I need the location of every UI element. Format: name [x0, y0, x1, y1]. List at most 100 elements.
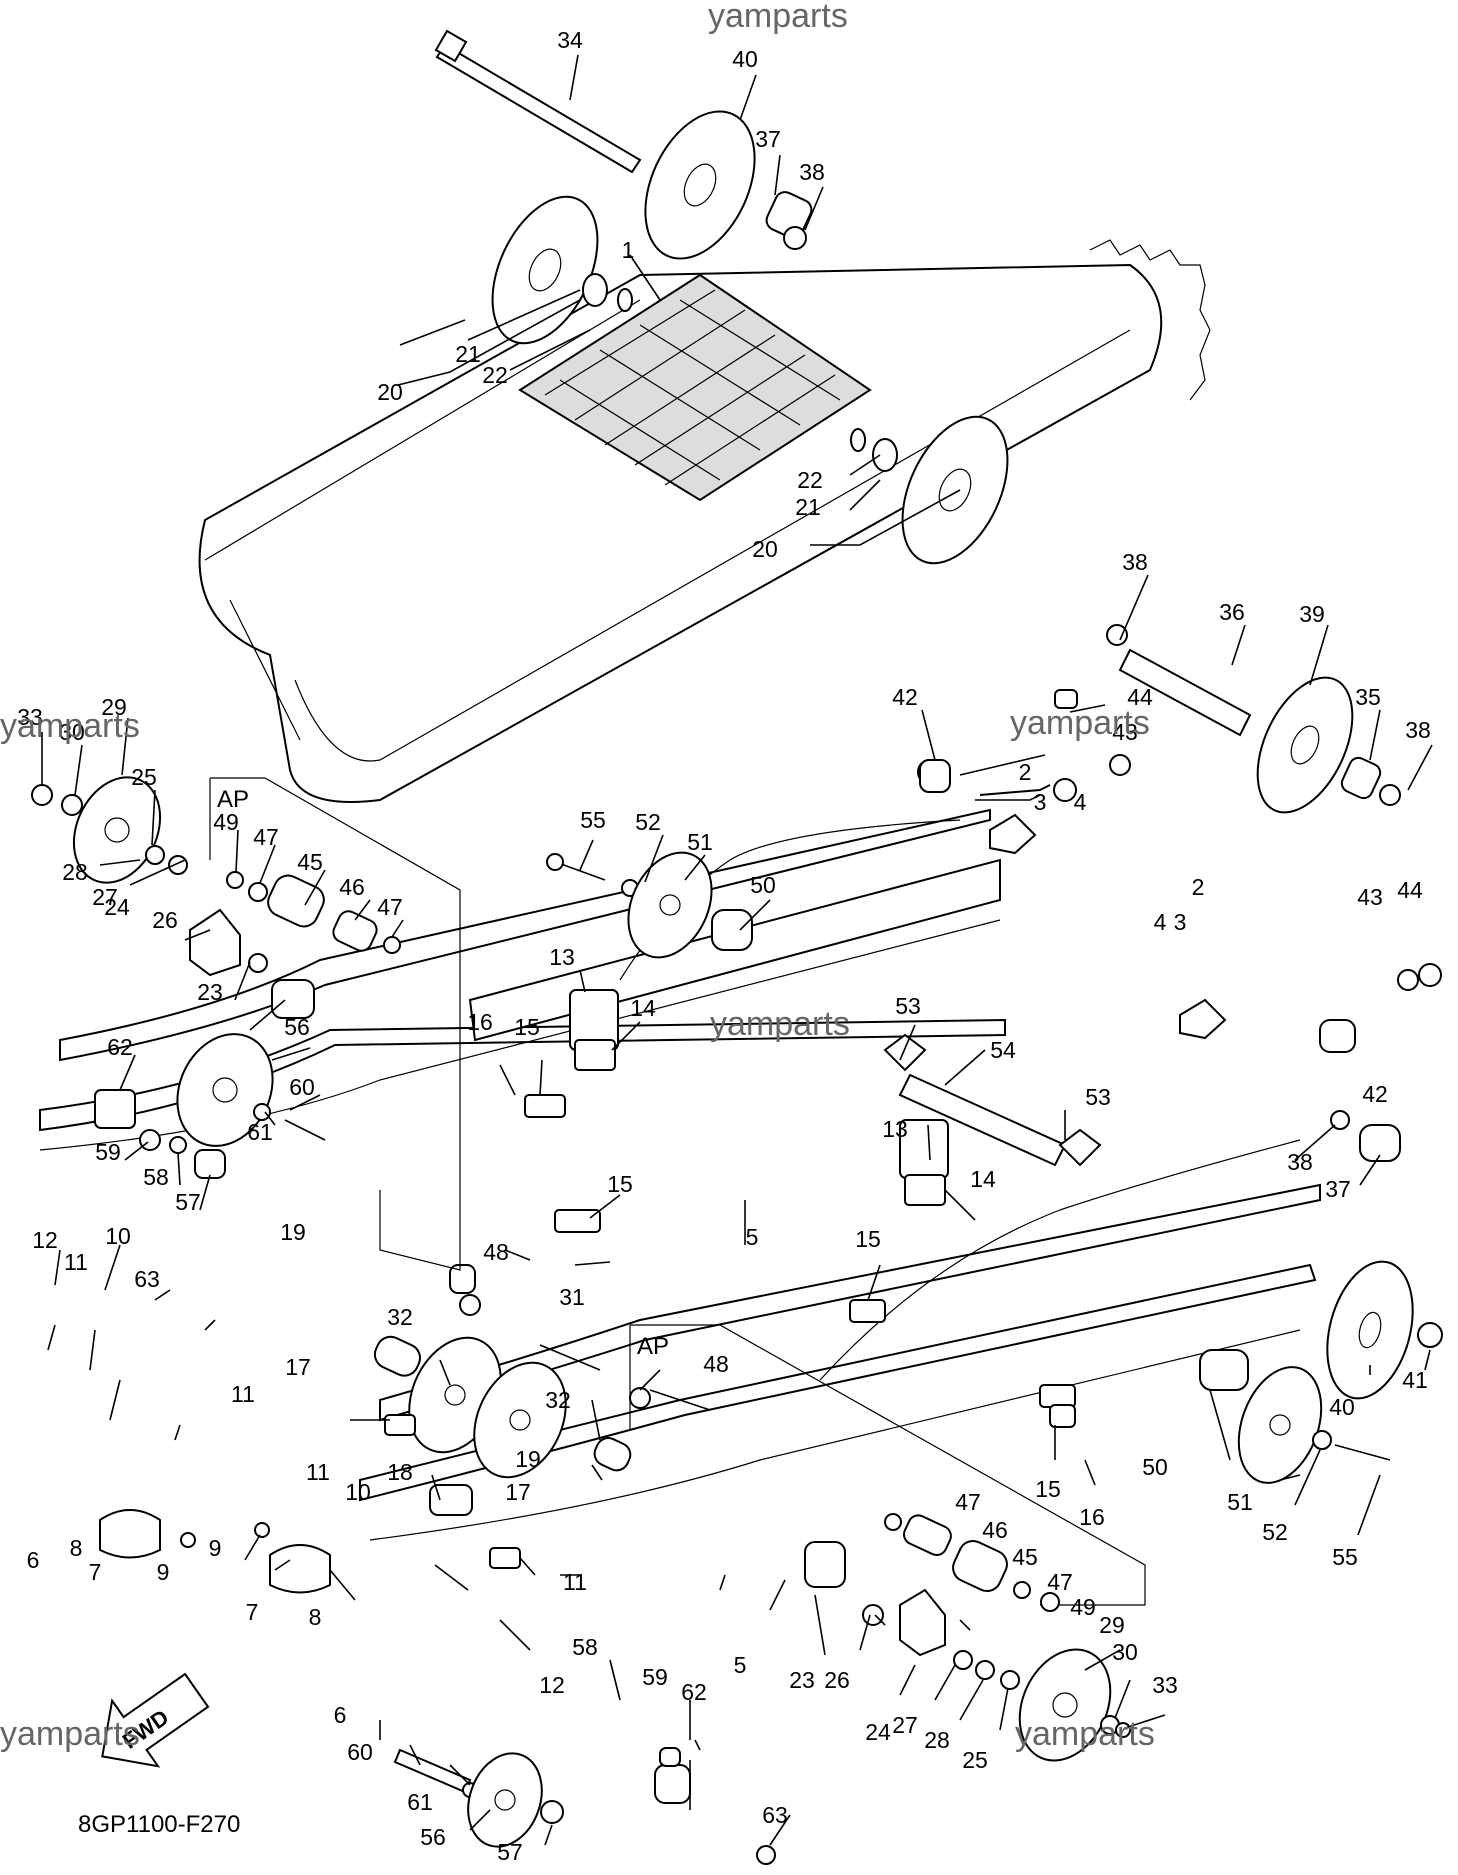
callout-number: 13: [882, 1116, 908, 1142]
callout-number: 59: [642, 1664, 668, 1690]
callout-number: 44: [1127, 684, 1153, 710]
watermark: yamparts: [1015, 1715, 1155, 1753]
callout-number: 26: [824, 1667, 850, 1693]
callout-number: 40: [1329, 1394, 1355, 1420]
watermark: yamparts: [0, 707, 140, 745]
watermark: yamparts: [710, 1005, 850, 1043]
callout-number: 43: [1357, 884, 1383, 910]
callout-number: 38: [1405, 717, 1431, 743]
callout-number: 58: [572, 1634, 598, 1660]
callout-number: 49: [213, 809, 239, 835]
callout-number: 21: [795, 494, 821, 520]
callout-number: 23: [789, 1667, 815, 1693]
callout-number: 17: [505, 1479, 531, 1505]
callout-number: 24: [104, 894, 130, 920]
callout-number: 14: [630, 995, 656, 1021]
callout-number: 48: [483, 1239, 509, 1265]
rear-axle-assembly: [917, 624, 1401, 814]
track-belt: [198, 239, 1211, 803]
callout-number: 47: [955, 1489, 981, 1515]
callout-number: 25: [962, 1747, 988, 1773]
callout-number: 57: [175, 1189, 201, 1215]
watermark: yamparts: [708, 0, 848, 35]
callout-number: 9: [209, 1535, 222, 1561]
callout-number: 3: [1034, 789, 1047, 815]
callout-number: 11: [231, 1381, 255, 1407]
callout-number: 53: [895, 993, 921, 1019]
callout-number: 7: [246, 1599, 259, 1625]
callout-number: 60: [347, 1739, 373, 1765]
callout-number: 2: [1019, 759, 1032, 785]
callout-number: 46: [982, 1517, 1008, 1543]
callout-number: 37: [1325, 1176, 1351, 1202]
callout-number: 16: [1079, 1504, 1105, 1530]
callout-number: 24: [865, 1719, 891, 1745]
callout-number: 26: [152, 907, 178, 933]
callout-number: 2: [1192, 874, 1205, 900]
callout-number: 47: [1047, 1569, 1073, 1595]
ap-label-lower: AP: [637, 1333, 669, 1360]
callout-number: 38: [1287, 1149, 1313, 1175]
callout-number: 11: [306, 1459, 330, 1485]
callout-number: 6: [334, 1702, 347, 1728]
callout-number: 30: [59, 719, 85, 745]
callout-number: 11: [563, 1569, 587, 1595]
callout-number: 27: [92, 884, 118, 910]
callout-number: 42: [892, 684, 918, 710]
callout-number: 35: [1355, 684, 1381, 710]
callout-number: 33: [17, 704, 43, 730]
callout-number: 50: [1142, 1454, 1168, 1480]
callout-number: 63: [134, 1266, 160, 1292]
callout-number: 15: [607, 1171, 633, 1197]
callout-number: 49: [1070, 1594, 1096, 1620]
callout-number: 55: [580, 807, 606, 833]
callout-number: 53: [1085, 1084, 1111, 1110]
callout-number: 62: [107, 1034, 133, 1060]
callout-number: 15: [514, 1014, 540, 1040]
ap-box-upper: AP: [209, 777, 461, 1271]
ap-box-lower: AP: [629, 1324, 1146, 1612]
callout-number: 21: [455, 341, 481, 367]
center-idler-group: [524, 851, 1076, 1408]
callout-number: 9: [157, 1559, 170, 1585]
callout-number: 45: [1012, 1544, 1038, 1570]
callout-number: 5: [734, 1652, 747, 1678]
callout-number: 47: [253, 824, 279, 850]
callout-number: 23: [197, 979, 223, 1005]
callout-number: 12: [32, 1227, 58, 1253]
callout-number: 41: [1402, 1367, 1428, 1393]
callout-number: 22: [797, 467, 823, 493]
callout-number: 18: [387, 1459, 413, 1485]
callout-number: 36: [1219, 599, 1245, 625]
callout-number: 6: [27, 1547, 40, 1573]
callout-number: 28: [62, 859, 88, 885]
callout-number: 63: [762, 1802, 788, 1828]
callout-number: 1: [622, 237, 635, 263]
front-rollers: [373, 1260, 1443, 1479]
slide-rail-lower: [359, 1139, 1321, 1541]
callout-number: 60: [289, 1074, 315, 1100]
callout-number: 50: [750, 872, 776, 898]
callout-number: 19: [280, 1219, 306, 1245]
callout-number: 38: [799, 159, 825, 185]
callout-number: 37: [755, 126, 781, 152]
callout-number: 22: [482, 362, 508, 388]
callout-number: 48: [703, 1351, 729, 1377]
callout-number: 30: [1112, 1639, 1138, 1665]
callout-number: 10: [105, 1223, 131, 1249]
callout-number: 31: [559, 1284, 585, 1310]
callout-number: 43: [1112, 719, 1138, 745]
callout-number: 4: [1074, 789, 1087, 815]
callout-number: 45: [297, 849, 323, 875]
watermark: yamparts: [0, 1715, 140, 1753]
callout-number: 16: [467, 1009, 493, 1035]
callout-number: 61: [247, 1119, 273, 1145]
callout-number: 52: [1262, 1519, 1288, 1545]
callout-number: 51: [1227, 1489, 1253, 1515]
callout-number: 62: [681, 1679, 707, 1705]
callout-number: 8: [309, 1604, 322, 1630]
callout-number: 61: [407, 1789, 433, 1815]
